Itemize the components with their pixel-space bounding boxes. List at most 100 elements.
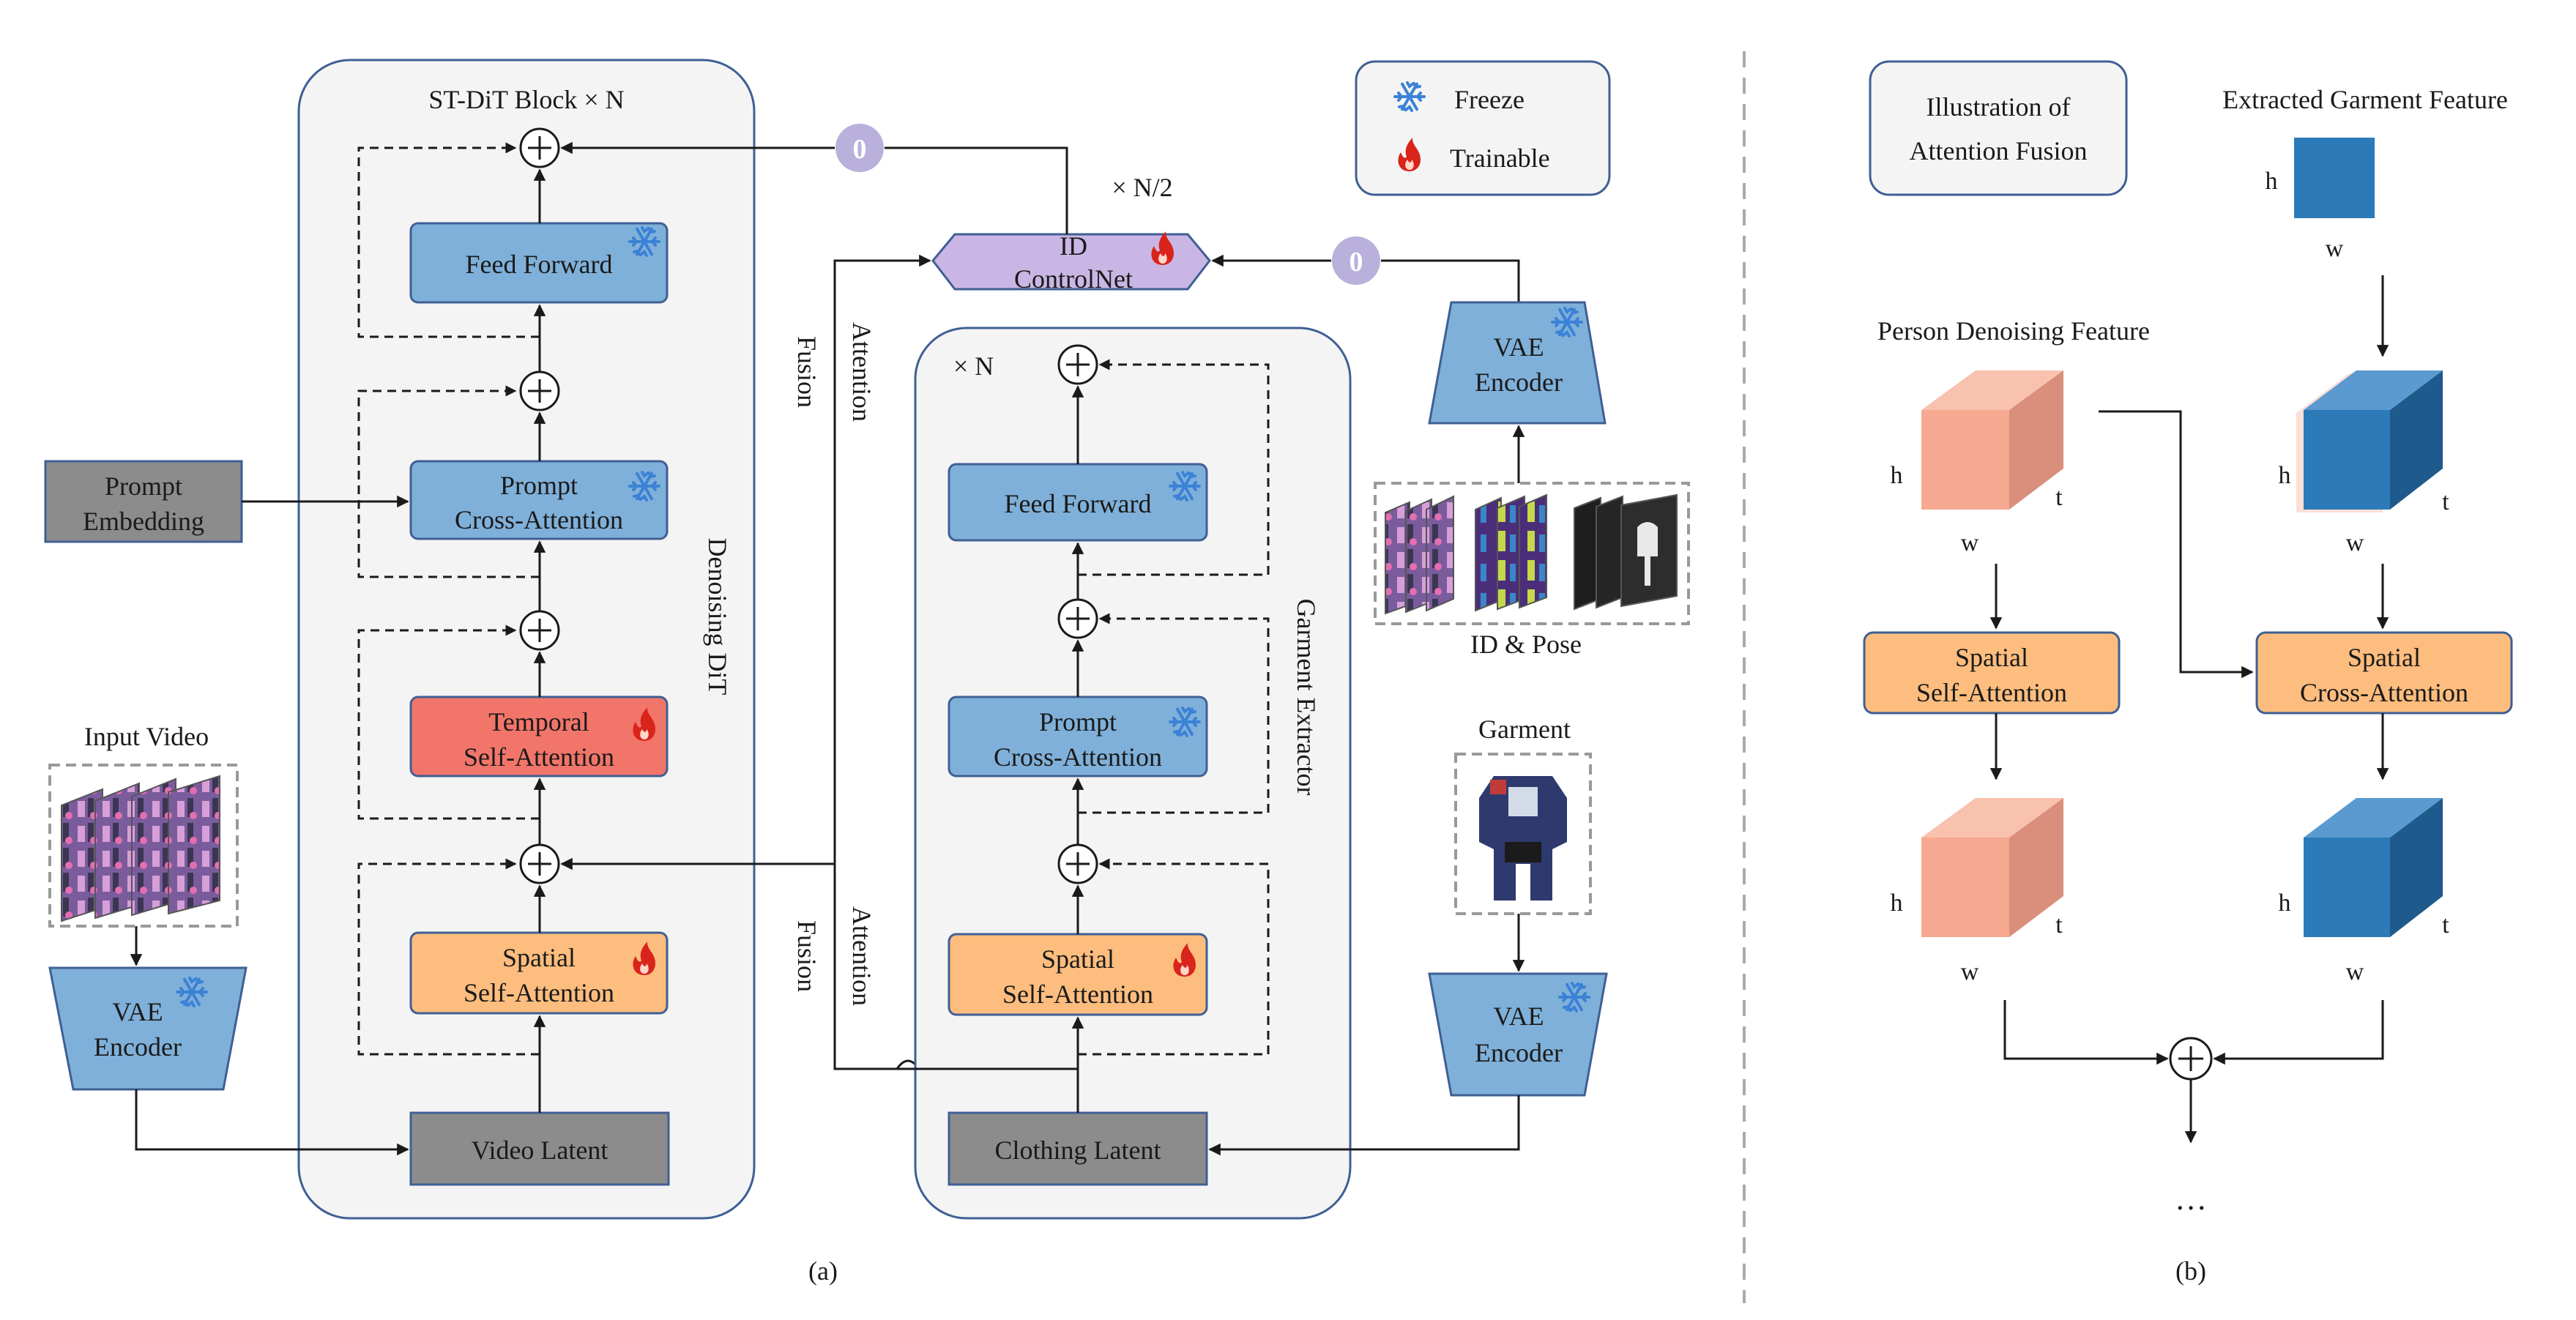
caption-a: (a) (808, 1256, 838, 1286)
prompt-embedding-block (44, 460, 243, 543)
person-feature-cube-bottom (1921, 798, 2063, 937)
prompt-embedding-line1: Prompt (105, 471, 182, 501)
person-denoising-feature-label: Person Denoising Feature (1877, 316, 2150, 346)
input-video-thumbnails (61, 775, 220, 922)
controlnet-repeat-label: × N/2 (1112, 173, 1172, 202)
ellipsis: … (2175, 1181, 2207, 1217)
zero-conv-label-top: 0 (853, 134, 867, 165)
dit-feed-forward-label: Feed Forward (466, 250, 613, 279)
dim-h: h (2279, 890, 2291, 917)
vae-encoder-left-line1: VAE (112, 997, 163, 1026)
vae-encoder-left-line2: Encoder (94, 1032, 182, 1062)
spatial-ca-b-line1: Spatial (2348, 643, 2421, 672)
garment-spatial-sa-line2: Self-Attention (1002, 980, 1153, 1009)
denoising-dit-label: Denoising DiT (703, 538, 732, 696)
dim-t: t (2442, 911, 2449, 939)
garment-label: Garment (1478, 715, 1571, 744)
garment-extractor-repeat: × N (953, 351, 994, 381)
spatial-sa-b-line2: Self-Attention (1916, 678, 2067, 707)
dit-temporal-sa-line1: Temporal (488, 707, 589, 737)
dit-temporal-sa-line2: Self-Attention (464, 742, 614, 772)
video-latent-label: Video Latent (472, 1136, 608, 1165)
vae-encoder-id (1428, 301, 1607, 425)
dim-w: w (2346, 958, 2364, 985)
legend-freeze-label: Freeze (1454, 85, 1525, 114)
garment-feature-square (2294, 138, 2375, 218)
dim-w: w (2346, 529, 2364, 556)
caption-b: (b) (2175, 1256, 2206, 1286)
vae-encoder-garment (1428, 972, 1608, 1097)
dim-t: t (2442, 488, 2449, 515)
cross-attention-to-sum-arrow (2213, 1000, 2384, 1065)
garment-skip-connections (1078, 359, 1270, 1056)
clothing-latent-label: Clothing Latent (995, 1136, 1161, 1165)
legend-box (1355, 60, 1611, 196)
dit-skip-connections (357, 142, 540, 1056)
input-video-label: Input Video (84, 722, 209, 751)
attention-fusion-bottom-line2: Fusion (792, 920, 822, 992)
vae-encoder-garment-line2: Encoder (1475, 1038, 1563, 1067)
dit-sum-nodes (519, 127, 560, 884)
garment-extractor-label: Garment Extractor (1292, 599, 1321, 796)
person-to-cross-attention-arrow (2099, 410, 2254, 679)
dit-spatial-sa-line1: Spatial (502, 943, 576, 972)
spatial-sa-b-line1: Spatial (1955, 643, 2028, 672)
dit-spatial-sa-line2: Self-Attention (464, 978, 614, 1007)
dim-w: w (2326, 235, 2344, 262)
vae-encoder-id-line1: VAE (1493, 332, 1544, 362)
dim-w: w (1961, 529, 1979, 556)
dim-h: h (2266, 168, 2278, 195)
vae-to-video-latent-arrow (135, 1089, 409, 1156)
zero-conv-label-right: 0 (1350, 247, 1363, 277)
garment-image (1479, 776, 1567, 900)
garment-prompt-ca-line2: Cross-Attention (994, 742, 1162, 772)
legend-trainable-label: Trainable (1450, 143, 1550, 173)
vae-encoder-id-line2: Encoder (1475, 368, 1563, 397)
vae-to-controlnet-line (1381, 259, 1520, 302)
dit-prompt-ca-line1: Prompt (500, 471, 578, 500)
zero-conv-circle-top (835, 124, 884, 172)
attention-fusion-bottom-line1: Attention (847, 906, 876, 1006)
st-dit-title: ST-DiT Block × N (428, 85, 624, 114)
spatial-ca-b-line2: Cross-Attention (2300, 678, 2468, 707)
vae-encoder-left (48, 966, 247, 1091)
attention-fusion-top-line1: Attention (847, 322, 876, 422)
dim-h: h (1891, 462, 1903, 489)
attention-fusion-top-line2: Fusion (792, 336, 822, 408)
prompt-embedding-line2: Embedding (83, 507, 204, 536)
garment-feature-cube-top (2296, 370, 2443, 512)
garment-spatial-sa-line1: Spatial (1041, 944, 1114, 974)
garment-feature-cube-bottom (2304, 798, 2443, 937)
self-attention-to-sum-arrow (2003, 1000, 2169, 1065)
extracted-garment-feature-label: Extracted Garment Feature (2222, 85, 2508, 114)
attention-fusion-title-line2: Attention Fusion (1909, 136, 2087, 165)
clothing-latent-block (948, 1111, 1208, 1186)
garment-frame (1454, 753, 1592, 915)
attention-fusion-title-box (1869, 60, 2128, 196)
dim-w: w (1961, 958, 1979, 985)
person-feature-cube-top (1921, 370, 2063, 510)
controlnet-line1: ID (1060, 231, 1087, 261)
dit-prompt-ca-line2: Cross-Attention (455, 505, 623, 534)
id-pose-frame (1374, 482, 1690, 625)
attention-fusion-line (560, 254, 931, 870)
input-video-frame (48, 764, 239, 928)
dim-h: h (2279, 462, 2291, 489)
controlnet-output-line (885, 146, 1068, 234)
garment-feed-forward-label: Feed Forward (1005, 489, 1152, 518)
vae-to-clothing-latent-arrow (1208, 1095, 1520, 1156)
id-pose-label: ID & Pose (1470, 630, 1582, 659)
dim-h: h (1891, 890, 1903, 917)
id-controlnet-block (931, 233, 1211, 291)
id-pose-thumbnails (1385, 493, 1678, 615)
zero-conv-circle-right (1332, 236, 1380, 285)
controlnet-line2: ControlNet (1014, 264, 1133, 294)
garment-prompt-ca-line1: Prompt (1039, 707, 1117, 737)
spatial-self-attention-block-b (1863, 631, 2121, 715)
vae-encoder-garment-line1: VAE (1493, 1002, 1544, 1031)
dim-t: t (2055, 911, 2063, 939)
attention-fusion-title-line1: Illustration of (1927, 92, 2071, 122)
dim-t: t (2055, 484, 2063, 511)
